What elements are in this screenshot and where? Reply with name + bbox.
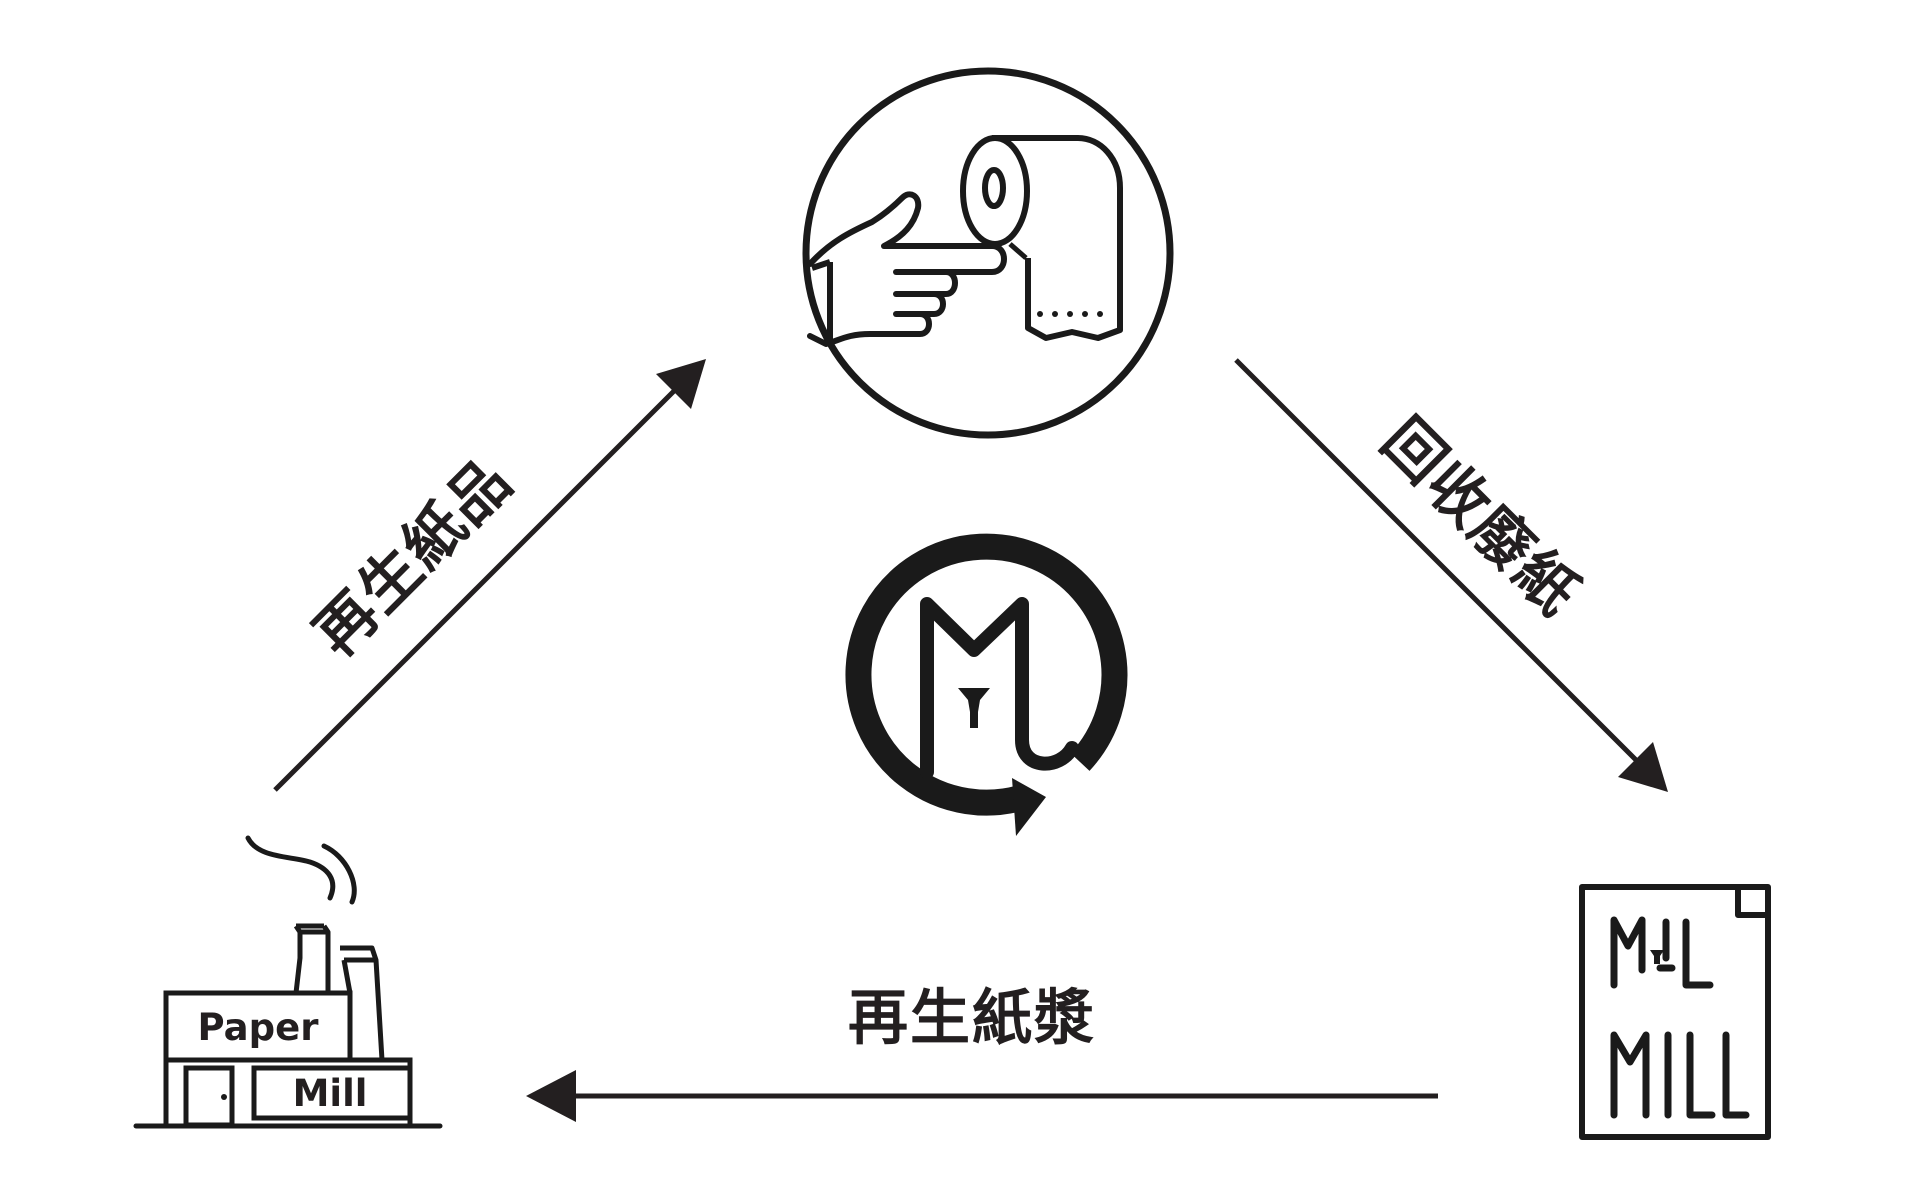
- brand-node: [1579, 884, 1771, 1140]
- edge-label-consumer-to-brand: 回收廢紙: [1368, 405, 1593, 630]
- paper-mill-factory-icon: Paper Mill: [133, 835, 443, 1129]
- factory-node: Paper Mill: [133, 835, 443, 1129]
- factory-sign-mill: Mill: [293, 1072, 368, 1115]
- arrowhead-up-right: [656, 359, 706, 409]
- edge-label-brand-to-factory: 再生紙漿: [848, 984, 1096, 1054]
- edge-factory-to-consumer: 再生紙品: [273, 359, 706, 792]
- center-node: [845, 533, 1128, 836]
- consumer-node: [802, 67, 1174, 439]
- arrowhead-down-right: [1618, 742, 1668, 792]
- edge-consumer-to-brand: 回收廢紙: [1234, 358, 1668, 792]
- arrowhead-left: [526, 1070, 576, 1122]
- m-recycle-logo-icon: [845, 533, 1128, 836]
- mill-mill-logo-icon: [1579, 884, 1771, 1140]
- edge-label-factory-to-consumer: 再生紙品: [301, 445, 526, 670]
- hand-pointing-at-toilet-paper-icon: [802, 67, 1174, 439]
- edge-brand-to-factory: 再生紙漿: [526, 984, 1438, 1122]
- factory-sign-paper: Paper: [198, 1006, 320, 1049]
